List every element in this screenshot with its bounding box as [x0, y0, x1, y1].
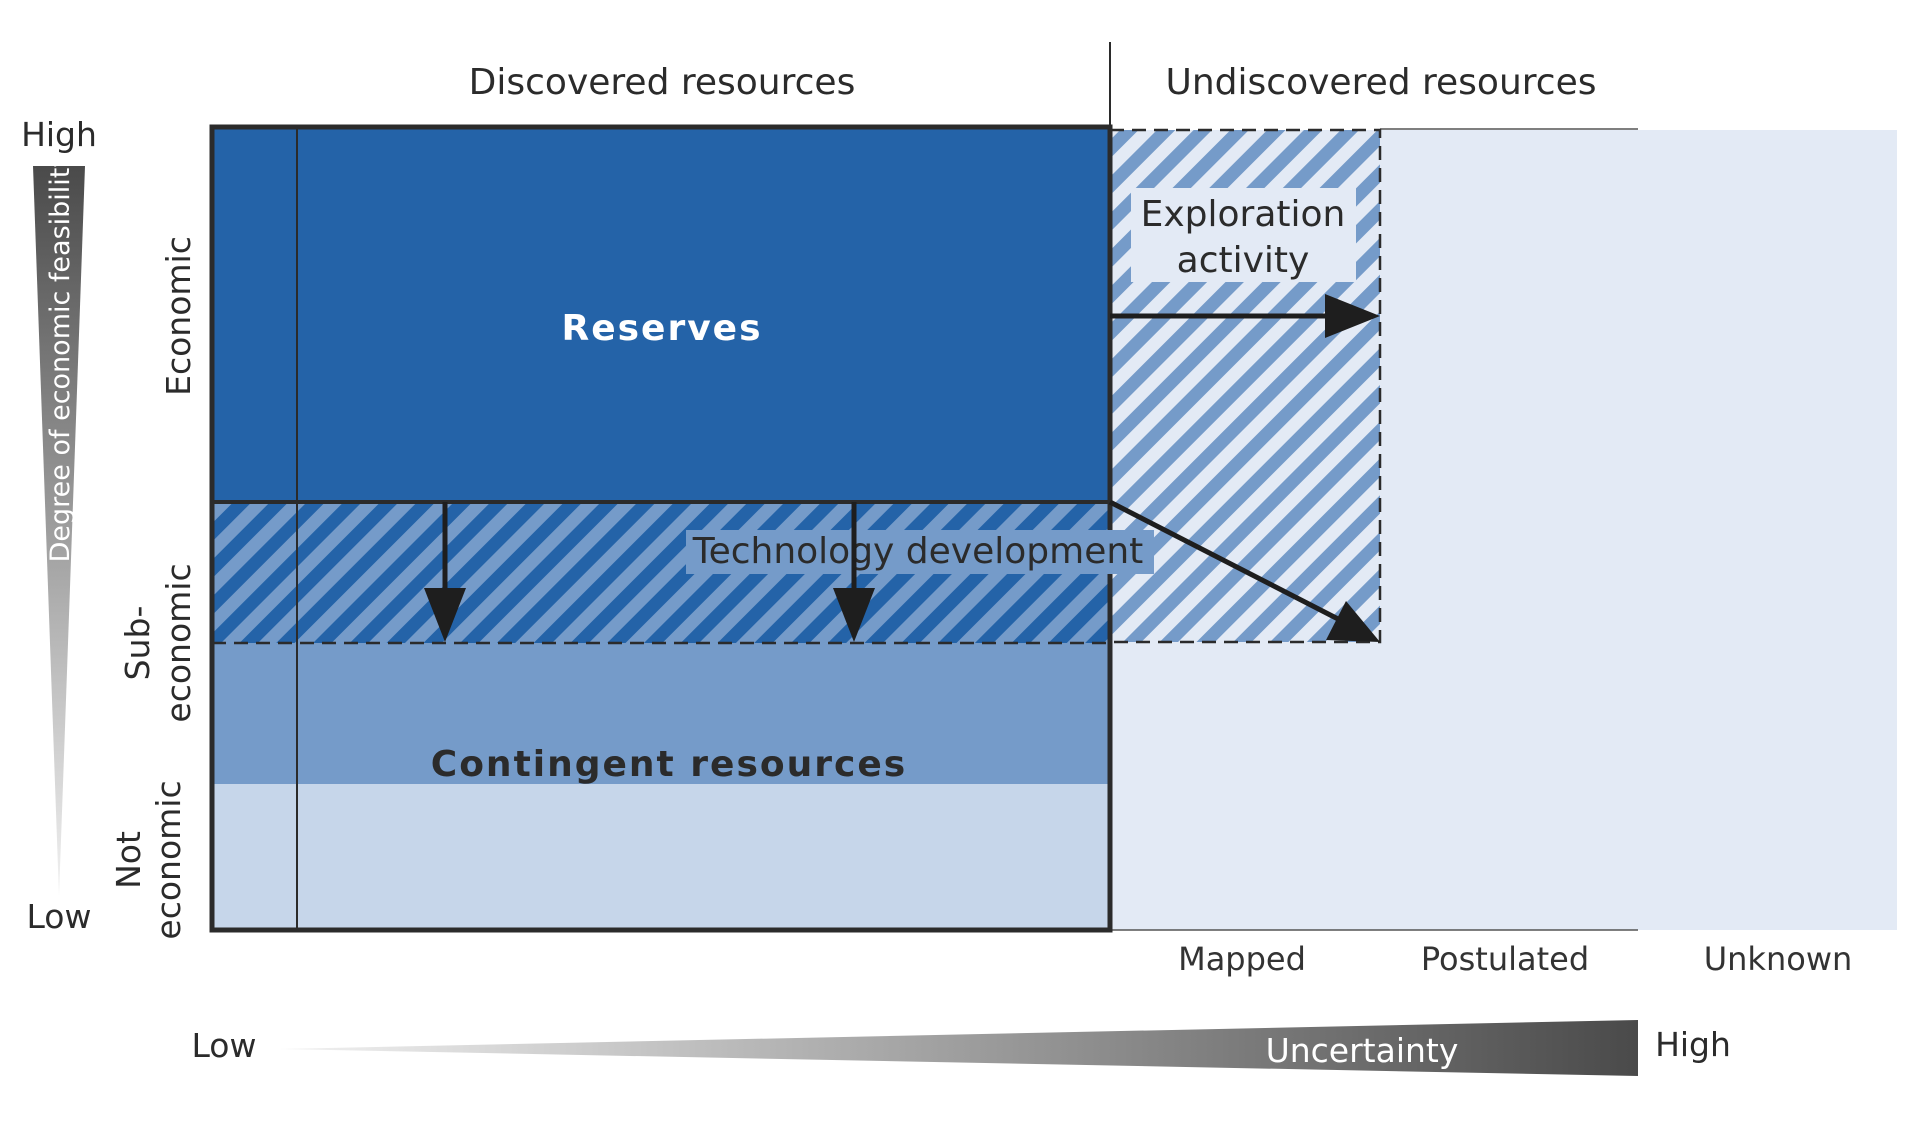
- column-label-mapped: Mapped: [1178, 940, 1306, 978]
- x-axis-title: Uncertainty: [1266, 1031, 1459, 1070]
- y-axis-low-label: Low: [27, 897, 92, 936]
- arrow-technology-down-left: [424, 502, 466, 642]
- arrow-exploration-right: [1110, 294, 1380, 338]
- header-undiscovered-resources: Undiscovered resources: [1166, 62, 1597, 103]
- technology-label: Technology development: [692, 531, 1144, 572]
- reserves-label: Reserves: [561, 308, 762, 349]
- column-label-postulated: Postulated: [1421, 940, 1589, 978]
- exploration-label-line2: activity: [1177, 240, 1310, 281]
- x-axis-low-label: Low: [192, 1026, 257, 1065]
- discovered-outline: [209, 124, 1113, 933]
- x-axis-high-label: High: [1655, 1025, 1731, 1064]
- row-label-subeconomic-line2: economic: [159, 563, 198, 722]
- exploration-dashed-border: [1110, 128, 1382, 644]
- y-axis-title: Degree of economic feasibility: [45, 152, 76, 563]
- reserves-band: [212, 128, 1110, 502]
- row-label-economic: Economic: [159, 236, 198, 396]
- uncertainty-gradient-wedge: [280, 1020, 1638, 1076]
- column-label-unknown: Unknown: [1704, 940, 1853, 978]
- subeconomic-band: [212, 643, 1110, 784]
- header-discovered-resources: Discovered resources: [469, 62, 856, 103]
- contingent-resources-label: Contingent resources: [431, 744, 907, 785]
- feasibility-gradient-wedge: [33, 166, 85, 896]
- row-label-not-economic-line2: economic: [149, 780, 188, 939]
- not-economic-band: [212, 784, 1110, 930]
- y-axis-high-label: High: [21, 115, 97, 154]
- exploration-label-bg: [1131, 188, 1356, 282]
- technology-label-bg: [686, 530, 1154, 574]
- row-label-not-economic-line1: Not: [109, 831, 148, 889]
- exploration-label-line1: Exploration: [1141, 194, 1346, 235]
- arrow-diagonal: [1108, 499, 1380, 642]
- arrow-technology-down-right: [833, 502, 875, 642]
- row-label-subeconomic-line1: Sub-: [118, 606, 157, 681]
